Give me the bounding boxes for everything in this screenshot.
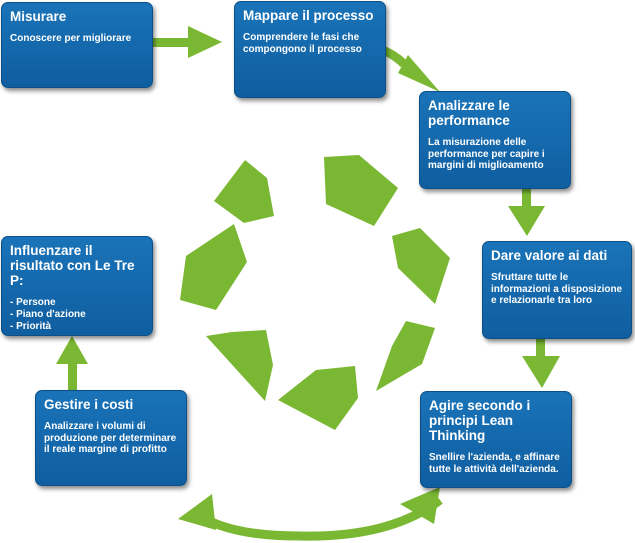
step-title: Dare valore ai dati	[491, 248, 608, 263]
step-description: La misurazione delle performance per cap…	[428, 137, 545, 171]
inner-arrow-right-upper	[392, 228, 450, 304]
step-description: Sfruttare tutte le informazioni a dispos…	[491, 272, 623, 306]
step-list: - Persone - Piano d'azione - Priorità	[10, 297, 144, 333]
inner-arrow-top-left	[214, 160, 274, 223]
step-title: Agire secondo i principi Lean Thinking	[429, 398, 531, 443]
step-title: Misurare	[10, 9, 67, 24]
step-box-analizzare: Analizzare le performance La misurazione…	[419, 91, 571, 189]
step-description: Conoscere per migliorare	[10, 33, 132, 44]
step-title: Analizzare le performance	[428, 98, 510, 128]
step-box-agire: Agire secondo i principi Lean Thinking S…	[420, 391, 572, 488]
step-box-dare-valore: Dare valore ai dati Sfruttare tutte le i…	[482, 241, 632, 339]
list-item: - Persone	[10, 297, 56, 308]
inner-arrow-top	[324, 155, 398, 226]
inner-cycle-arrows	[180, 155, 450, 430]
step-box-gestire-costi: Gestire i costi Analizzare i volumi di p…	[35, 390, 187, 486]
step-box-influenzare: Influenzare il risultato con Le Tre P: -…	[1, 236, 153, 336]
arrow-agire-to-gestire	[178, 487, 443, 541]
step-description: Snellire l'azienda, e affinare tutte le …	[429, 452, 560, 475]
step-box-mappare: Mappare il processo Comprendere le fasi …	[234, 1, 386, 98]
list-item: - Piano d'azione	[10, 309, 86, 320]
inner-arrow-left-upper	[180, 224, 247, 310]
inner-arrow-bottom	[278, 366, 358, 430]
step-title: Influenzare il risultato con Le Tre P:	[10, 243, 135, 288]
step-title: Mappare il processo	[243, 8, 374, 23]
step-description: Comprendere le fasi che compongono il pr…	[243, 32, 362, 55]
arrow-dare-to-agire	[522, 336, 560, 388]
step-title: Gestire i costi	[44, 397, 134, 412]
inner-arrow-right-lower	[376, 321, 435, 391]
step-box-misurare: Misurare Conoscere per migliorare	[1, 2, 153, 88]
arrow-gestire-to-influenzare	[56, 336, 88, 392]
arrow-misurare-to-mappare	[152, 26, 222, 58]
step-description: Analizzare i volumi di produzione per de…	[44, 421, 177, 455]
arrow-analizzare-to-dare	[508, 188, 545, 236]
inner-arrow-left-lower	[206, 330, 273, 401]
list-item: - Priorità	[10, 321, 52, 332]
